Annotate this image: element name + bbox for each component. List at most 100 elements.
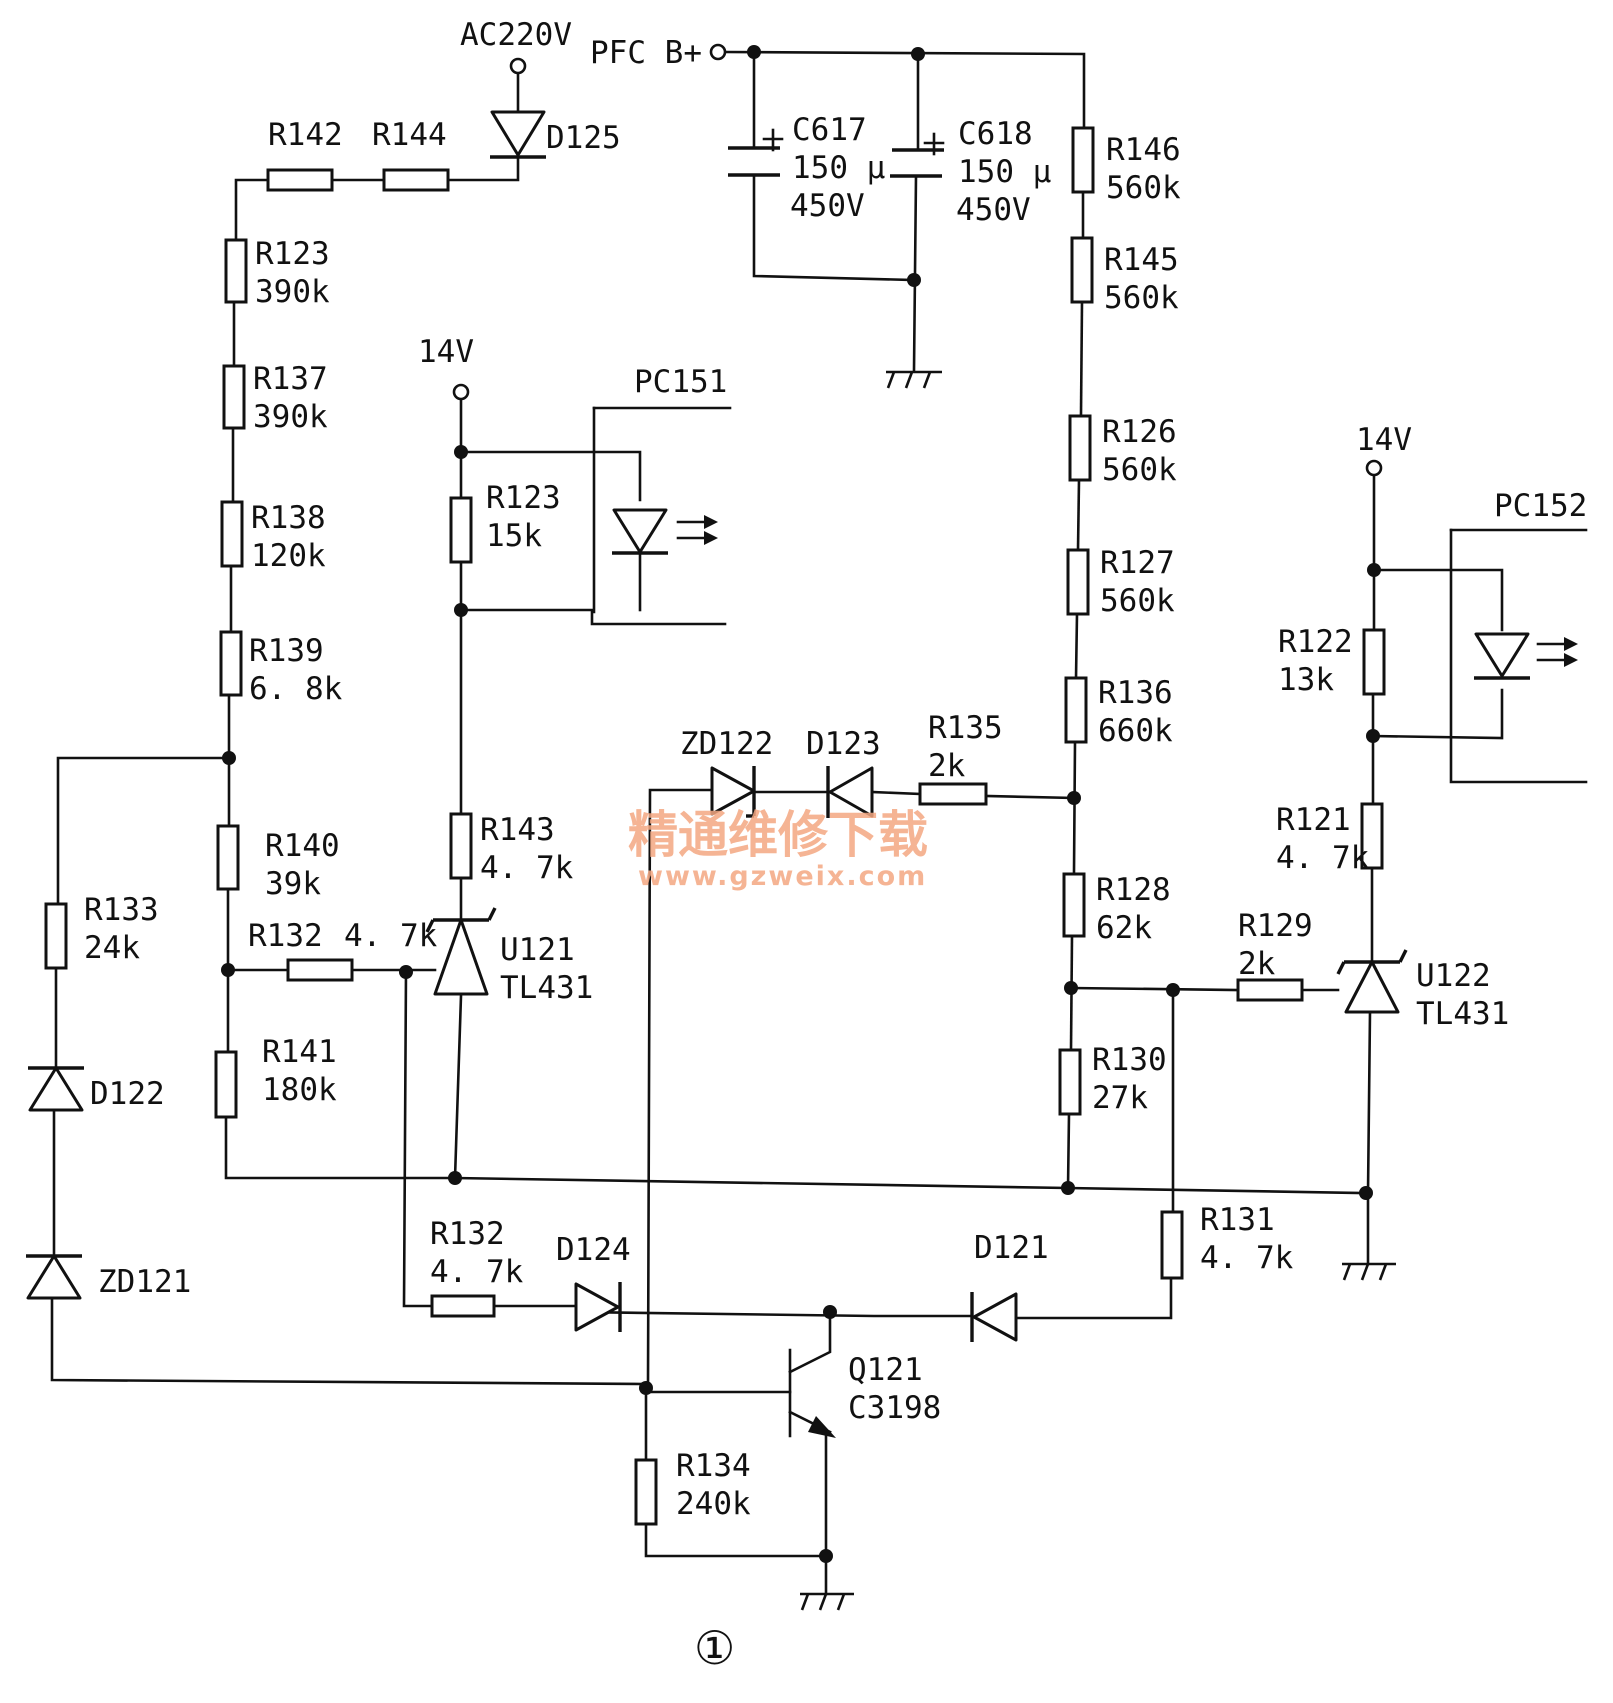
label-r126-value: 560k bbox=[1102, 452, 1177, 488]
label-c618-voltage: 450V bbox=[956, 192, 1031, 228]
wires bbox=[50, 50, 1588, 1558]
label-r133-value: 24k bbox=[84, 930, 140, 966]
resistors bbox=[44, 126, 1386, 1526]
diodes bbox=[26, 110, 1578, 1342]
label-u121-ref: U121 bbox=[500, 932, 575, 968]
resistor-r137 bbox=[222, 364, 246, 430]
labels: AC220V PFC B+ 14V 14V R142 R144 D125 R12… bbox=[84, 17, 1587, 1675]
label-pc151: PC151 bbox=[634, 364, 727, 400]
resistor-r139 bbox=[219, 630, 243, 697]
label-14v-right: 14V bbox=[1356, 422, 1412, 458]
label-r141-value: 180k bbox=[262, 1072, 337, 1108]
label-r141-ref: R141 bbox=[262, 1034, 337, 1070]
label-r123b-value: 15k bbox=[486, 518, 542, 554]
label-d122: D122 bbox=[90, 1076, 165, 1112]
label-r130-ref: R130 bbox=[1092, 1042, 1167, 1078]
label-r133-ref: R133 bbox=[84, 892, 159, 928]
resistor-r145 bbox=[1070, 236, 1094, 304]
label-r140-value: 39k bbox=[265, 866, 321, 902]
label-c617-voltage: 450V bbox=[790, 188, 865, 224]
resistor-r127 bbox=[1066, 548, 1090, 616]
label-r137-value: 390k bbox=[253, 399, 328, 435]
resistor-r144 bbox=[382, 168, 450, 192]
label-r128-ref: R128 bbox=[1096, 872, 1171, 908]
label-r137-ref: R137 bbox=[253, 361, 328, 397]
pc151-led bbox=[612, 508, 718, 555]
label-r126-ref: R126 bbox=[1102, 414, 1177, 450]
label-r139-value: 6. 8k bbox=[249, 671, 343, 707]
label-u122-value: TL431 bbox=[1416, 996, 1509, 1032]
terminal-14v-left bbox=[452, 383, 470, 401]
label-d123: D123 bbox=[806, 726, 881, 762]
watermark-title: 精通维修下载 bbox=[628, 806, 928, 864]
label-r135-ref: R135 bbox=[928, 710, 1003, 746]
capacitor-c618 bbox=[890, 132, 945, 178]
label-r138-ref: R138 bbox=[251, 500, 326, 536]
label-r139-ref: R139 bbox=[249, 633, 324, 669]
diode-d121 bbox=[970, 1292, 1018, 1342]
label-r132a-value: 4. 7k bbox=[344, 918, 438, 954]
ground-symbol-caps bbox=[886, 370, 942, 389]
label-c617-value: 150 μ bbox=[792, 150, 885, 186]
label-r132b-ref: R132 bbox=[430, 1216, 505, 1252]
resistor-r130 bbox=[1058, 1048, 1082, 1116]
label-r123b-ref: R123 bbox=[486, 480, 561, 516]
label-r127-value: 560k bbox=[1100, 583, 1175, 619]
label-ac220v: AC220V bbox=[460, 17, 572, 53]
capacitors bbox=[728, 128, 945, 178]
label-r142: R142 bbox=[268, 117, 343, 153]
label-r132a-ref: R132 bbox=[248, 918, 323, 954]
resistor-r136 bbox=[1064, 676, 1088, 744]
label-r135-value: 2k bbox=[928, 748, 966, 784]
resistor-r146 bbox=[1071, 126, 1095, 194]
resistor-r123-15k bbox=[449, 496, 473, 564]
label-r123a-ref: R123 bbox=[255, 236, 330, 272]
terminal-ac220v bbox=[509, 57, 527, 75]
label-r129-value: 2k bbox=[1238, 946, 1276, 982]
label-pfc-bplus: PFC B+ bbox=[590, 35, 702, 71]
capacitor-c617 bbox=[728, 128, 784, 177]
label-r136-ref: R136 bbox=[1098, 675, 1173, 711]
label-r129-ref: R129 bbox=[1238, 908, 1313, 944]
label-u122-ref: U122 bbox=[1416, 958, 1491, 994]
diode-d125 bbox=[490, 110, 546, 159]
resistor-r132-upper bbox=[286, 958, 354, 982]
label-r145-value: 560k bbox=[1104, 280, 1179, 316]
resistor-r135 bbox=[918, 782, 988, 806]
label-r127-ref: R127 bbox=[1100, 545, 1175, 581]
resistor-r129 bbox=[1236, 978, 1304, 1002]
zener-zd122 bbox=[710, 766, 756, 818]
watermark-url: www.gzweix.com bbox=[638, 861, 927, 892]
label-r122-ref: R122 bbox=[1278, 624, 1353, 660]
label-d125: D125 bbox=[546, 120, 621, 156]
q121-emitter-arrow bbox=[808, 1416, 836, 1438]
label-q121-ref: Q121 bbox=[848, 1352, 923, 1388]
regulators bbox=[425, 907, 1408, 1014]
zener-zd121 bbox=[26, 1254, 82, 1300]
regulator-u121 bbox=[425, 907, 497, 996]
resistor-r138 bbox=[220, 500, 244, 568]
label-c617-ref: C617 bbox=[792, 112, 867, 148]
label-d124: D124 bbox=[556, 1232, 631, 1268]
junctions bbox=[221, 45, 1381, 1563]
label-u121-value: TL431 bbox=[500, 970, 593, 1006]
label-r131-ref: R131 bbox=[1200, 1202, 1275, 1238]
label-r136-value: 660k bbox=[1098, 713, 1173, 749]
label-r132b-value: 4. 7k bbox=[430, 1254, 524, 1290]
label-d121: D121 bbox=[974, 1230, 1049, 1266]
label-r121-ref: R121 bbox=[1276, 802, 1351, 838]
label-c618-value: 150 μ bbox=[958, 154, 1051, 190]
resistor-r126 bbox=[1068, 414, 1092, 482]
label-r128-value: 62k bbox=[1096, 910, 1152, 946]
resistor-r143 bbox=[449, 812, 473, 880]
resistor-r122 bbox=[1362, 628, 1386, 696]
label-pc152: PC152 bbox=[1494, 488, 1587, 524]
label-r143-ref: R143 bbox=[480, 812, 555, 848]
resistor-r142 bbox=[266, 168, 334, 192]
label-r131-value: 4. 7k bbox=[1200, 1240, 1294, 1276]
resistor-r134 bbox=[634, 1458, 658, 1526]
figure-label: ① bbox=[694, 1621, 735, 1675]
resistor-r133 bbox=[44, 902, 68, 970]
resistor-r132-lower bbox=[430, 1294, 496, 1318]
